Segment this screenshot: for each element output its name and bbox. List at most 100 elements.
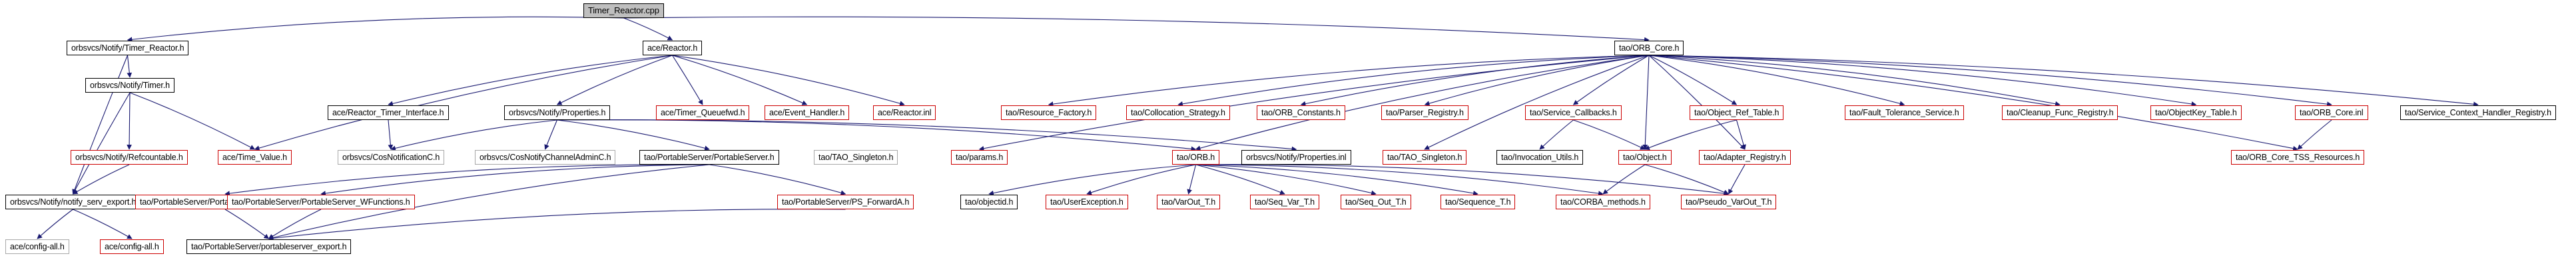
graph-edge: [1648, 55, 2479, 107]
graph-edge: [1424, 55, 1650, 150]
graph-edge: [1648, 55, 2298, 151]
graph-edge: [1177, 55, 1650, 107]
graph-edge: [127, 92, 132, 150]
graph-edge: [73, 92, 131, 195]
graph-node[interactable]: tao/TAO_Singleton.h: [1383, 150, 1467, 165]
graph-edge: [224, 164, 710, 196]
graph-node[interactable]: orbsvcs/Notify/Properties.inl: [1241, 150, 1351, 165]
graph-node[interactable]: orbsvcs/CosNotificationC.h: [338, 150, 445, 165]
graph-node[interactable]: tao/VarOut_T.h: [1157, 195, 1221, 209]
graph-edge: [1648, 55, 1746, 150]
graph-edge: [1424, 55, 1650, 106]
graph-edge: [127, 16, 624, 43]
graph-edge: [1648, 55, 2197, 107]
graph-node[interactable]: tao/Resource_Factory.h: [1001, 105, 1097, 120]
graph-node[interactable]: tao/Cleanup_Func_Registry.h: [2002, 105, 2118, 120]
graph-edge: [1539, 119, 1574, 150]
graph-edge: [320, 164, 710, 196]
graph-edge: [1195, 164, 1377, 196]
graph-edge: [1195, 164, 1478, 196]
graph-edge: [390, 119, 557, 151]
graph-node[interactable]: tao/PortableServer/portableserver_export…: [186, 239, 352, 254]
graph-node[interactable]: tao/ObjectKey_Table.h: [2150, 105, 2242, 120]
graph-edge: [1195, 55, 1650, 151]
graph-node[interactable]: tao/ORB_Core.h: [1614, 41, 1684, 55]
graph-edge: [1573, 119, 1646, 150]
graph-node[interactable]: tao/Object.h: [1618, 150, 1672, 165]
graph-edge: [2297, 119, 2332, 150]
graph-node[interactable]: ace/config-all.h: [5, 239, 69, 254]
graph-node[interactable]: ace/Timer_Queuefwd.h: [656, 105, 750, 120]
graph-edge: [1086, 164, 1196, 195]
graph-node[interactable]: tao/Seq_Var_T.h: [1250, 195, 1319, 209]
graph-node[interactable]: tao/Parser_Registry.h: [1381, 105, 1468, 120]
graph-node[interactable]: orbsvcs/Notify/Properties.h: [504, 105, 611, 120]
graph-edge: [978, 55, 1650, 151]
graph-node[interactable]: tao/ORB_Core.inl: [2295, 105, 2368, 120]
graph-edge: [254, 55, 673, 151]
graph-edge: [672, 55, 703, 105]
graph-root-node[interactable]: Timer_Reactor.cpp: [583, 3, 664, 18]
graph-node[interactable]: tao/Object_Ref_Table.h: [1690, 105, 1784, 120]
graph-node[interactable]: orbsvcs/CosNotifyChannelAdminC.h: [475, 150, 616, 165]
graph-edge: [557, 119, 1297, 152]
graph-node[interactable]: tao/UserException.h: [1046, 195, 1128, 209]
graph-node[interactable]: tao/PortableServer/PS_ForwardA.h: [777, 195, 914, 209]
graph-edge: [1644, 164, 1730, 195]
graph-edge: [1736, 119, 1746, 150]
graph-edge: [1300, 55, 1650, 107]
graph-edge: [268, 209, 322, 239]
graph-node[interactable]: ace/Event_Handler.h: [765, 105, 850, 120]
graph-edge: [672, 55, 808, 105]
graph-node[interactable]: orbsvcs/Notify/Refcountable.h: [71, 150, 188, 165]
graph-edge: [1642, 55, 1650, 150]
graph-node[interactable]: ace/Reactor.h: [643, 41, 703, 55]
graph-edge: [129, 92, 256, 150]
graph-node[interactable]: tao/CORBA_methods.h: [1556, 195, 1650, 209]
graph-edge: [544, 119, 558, 150]
graph-edge: [73, 209, 133, 239]
graph-edge: [1648, 55, 1738, 105]
graph-node[interactable]: ace/Reactor_Timer_Interface.h: [328, 105, 449, 120]
graph-node[interactable]: tao/TAO_Singleton.h: [814, 150, 898, 165]
graph-edge: [224, 209, 270, 239]
graph-node[interactable]: tao/Adapter_Registry.h: [1699, 150, 1791, 165]
graph-node[interactable]: tao/params.h: [951, 150, 1008, 165]
graph-edge: [1648, 55, 1905, 106]
graph-edge: [1048, 55, 1650, 107]
graph-node[interactable]: tao/Pseudo_VarOut_T.h: [1681, 195, 1777, 209]
graph-edge: [72, 164, 130, 195]
graph-edge: [623, 16, 1650, 43]
graph-node[interactable]: tao/objectid.h: [960, 195, 1018, 209]
graph-node[interactable]: tao/Collocation_Strategy.h: [1126, 105, 1230, 120]
graph-node[interactable]: orbsvcs/Notify/Timer.h: [85, 78, 174, 93]
graph-node[interactable]: orbsvcs/Notify/notify_serv_export.h: [5, 195, 141, 209]
graph-edge: [988, 164, 1196, 196]
graph-edge: [1572, 55, 1650, 105]
graph-edge: [37, 209, 73, 239]
graph-node[interactable]: tao/ORB_Constants.h: [1257, 105, 1345, 120]
graph-node[interactable]: tao/Service_Context_Handler_Registry.h: [2400, 105, 2556, 120]
graph-node[interactable]: tao/PortableServer/PortableServer.h: [639, 150, 779, 165]
graph-node[interactable]: ace/Reactor.inl: [873, 105, 936, 120]
graph-edge: [557, 119, 1197, 152]
graph-node[interactable]: tao/Service_Callbacks.h: [1525, 105, 1622, 120]
graph-node[interactable]: tao/ORB_Core_TSS_Resources.h: [2231, 150, 2365, 165]
graph-edge: [388, 55, 673, 107]
graph-edge: [557, 119, 710, 151]
graph-edge: [1602, 164, 1646, 195]
graph-node[interactable]: orbsvcs/Notify/Timer_Reactor.h: [67, 41, 189, 55]
graph-node[interactable]: tao/Seq_Out_T.h: [1341, 195, 1411, 209]
graph-node[interactable]: ace/config-all.h: [100, 239, 164, 254]
graph-node[interactable]: tao/ORB.h: [1172, 150, 1220, 165]
graph-node[interactable]: ace/Time_Value.h: [218, 150, 292, 165]
graph-node[interactable]: tao/Invocation_Utils.h: [1496, 150, 1584, 165]
graph-edge: [1195, 164, 1285, 195]
graph-node[interactable]: tao/Sequence_T.h: [1441, 195, 1516, 209]
graph-edge: [1195, 164, 1730, 196]
graph-node[interactable]: tao/PortableServer/PortableServer_WFunct…: [227, 195, 415, 209]
graph-edge: [623, 17, 673, 41]
graph-node[interactable]: tao/Fault_Tolerance_Service.h: [1845, 105, 1964, 120]
graph-edge: [388, 119, 394, 150]
